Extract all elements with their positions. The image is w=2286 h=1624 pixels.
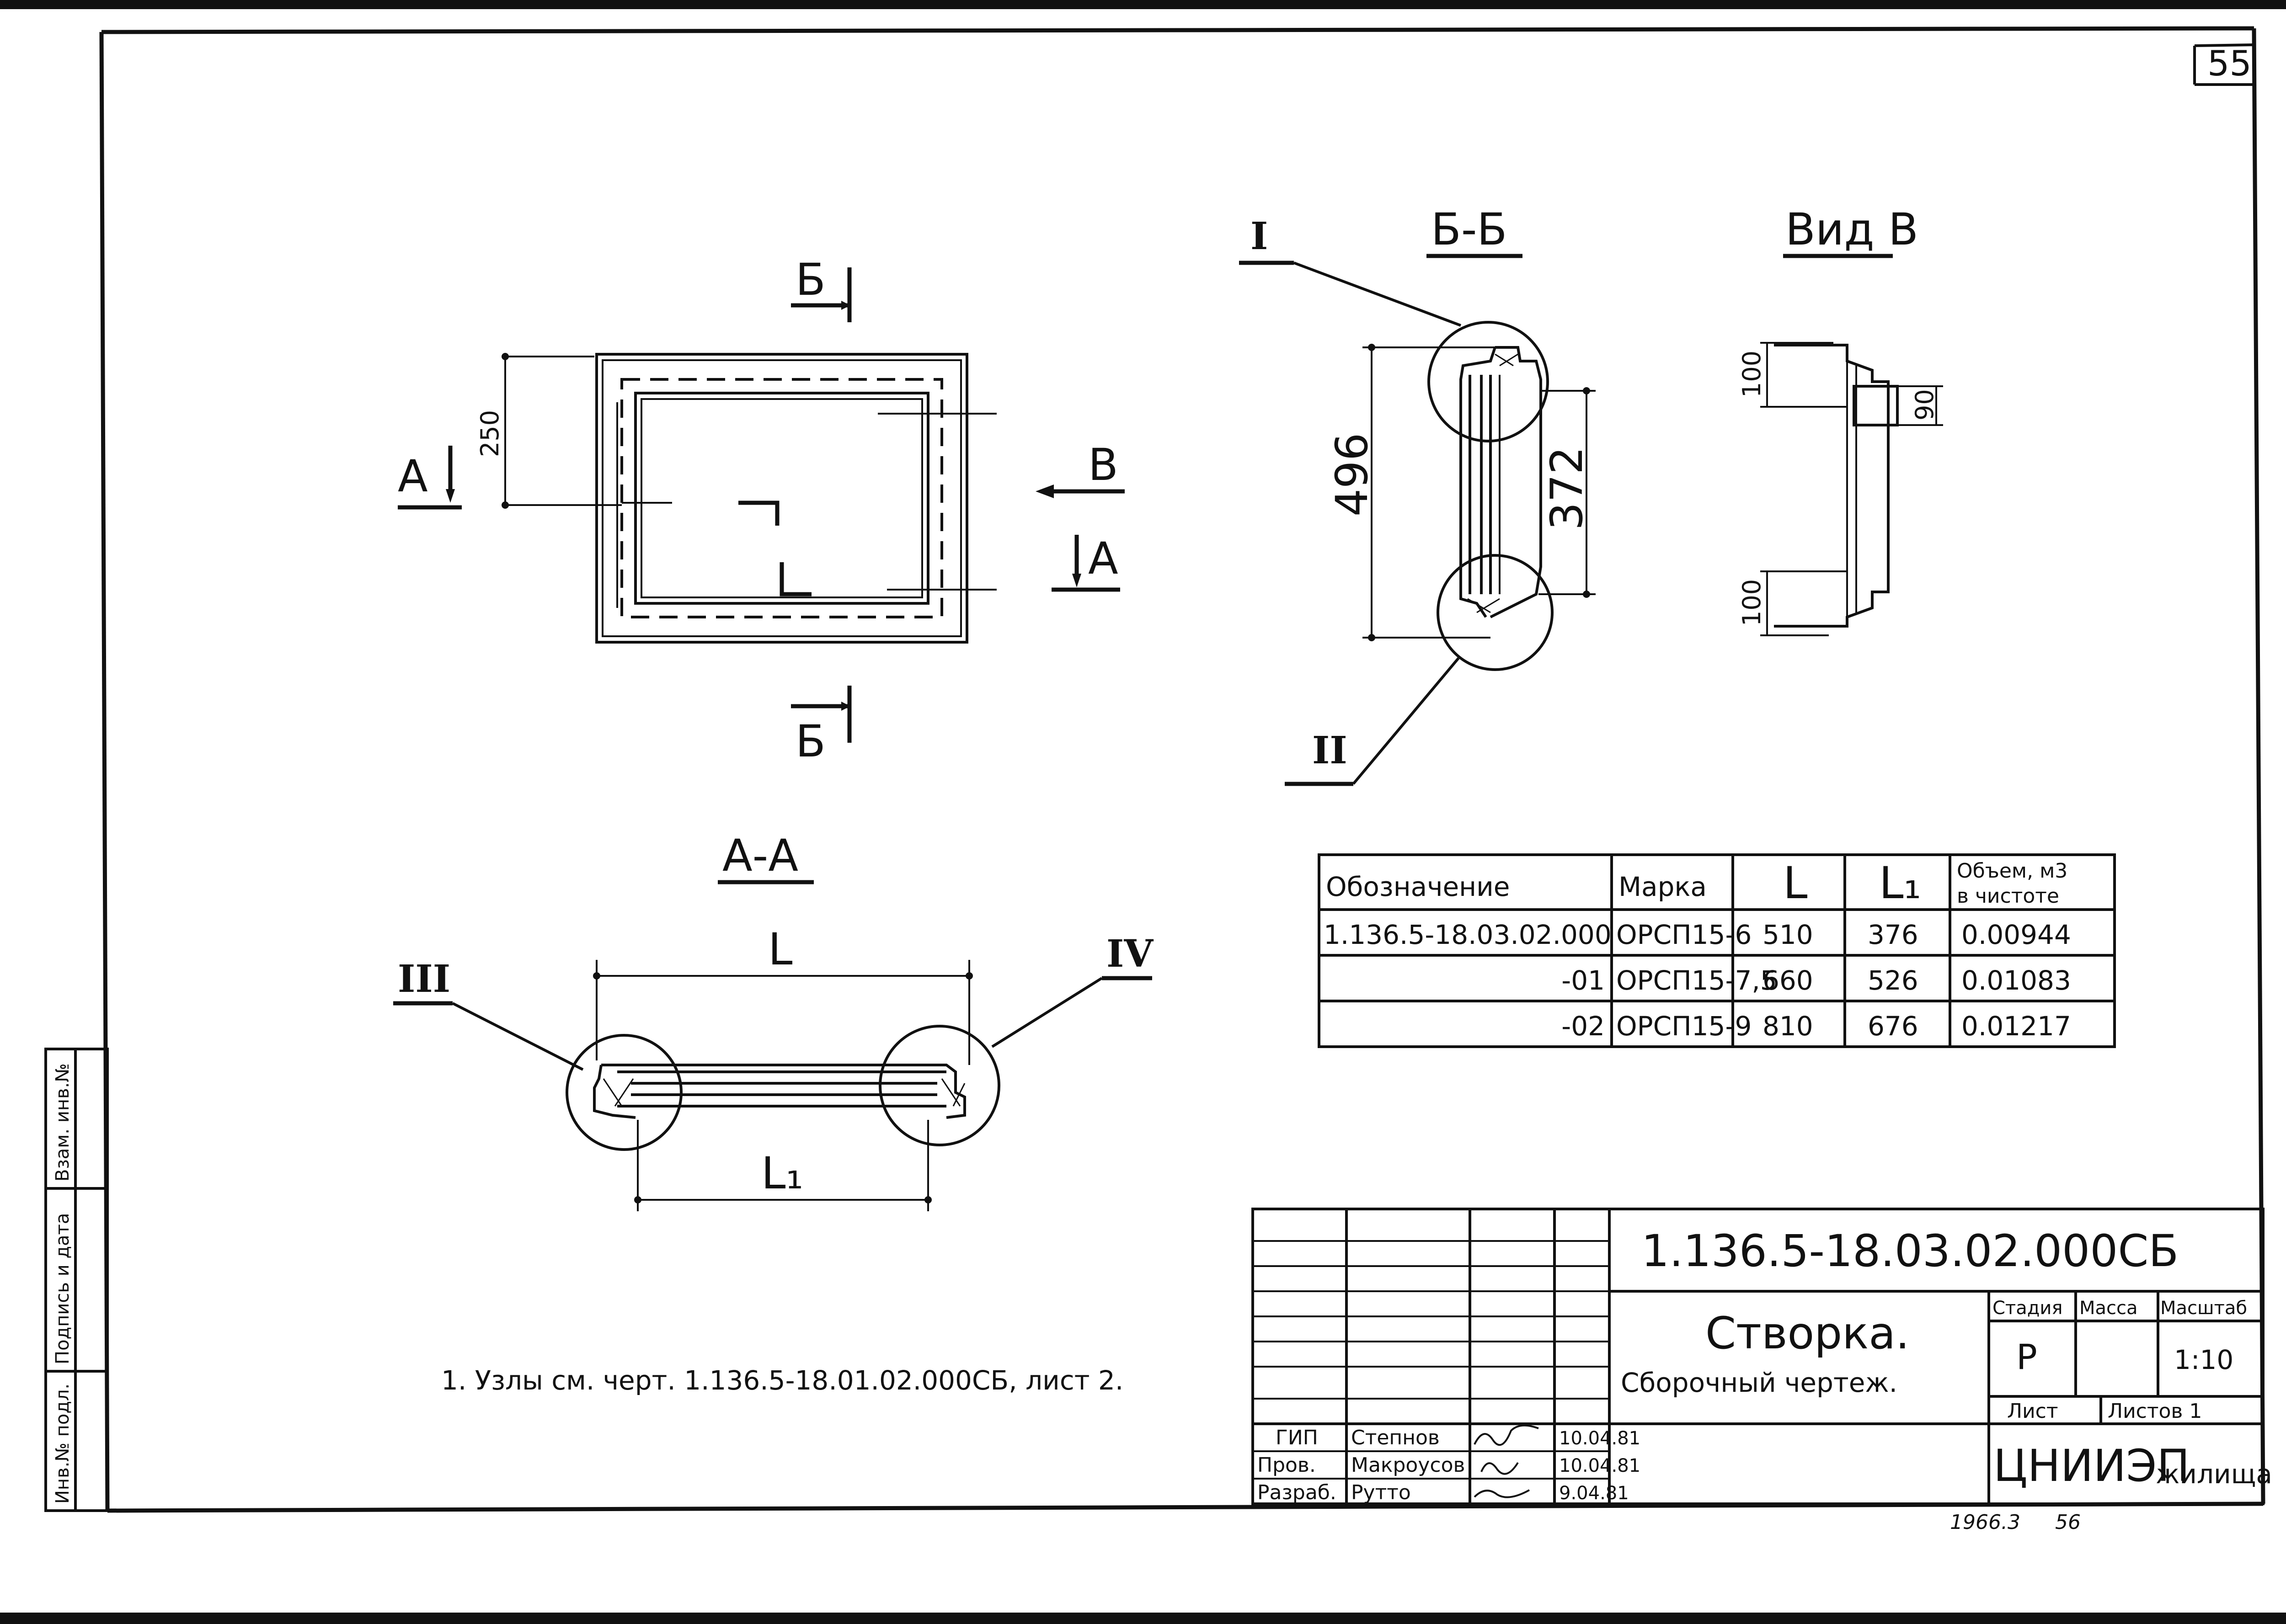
strip-inv-label: Инв.№ подл. xyxy=(52,1384,73,1504)
section-bb-title: Б-Б xyxy=(1431,204,1507,255)
signer-3-name: Рутто xyxy=(1351,1481,1411,1504)
org-name: ЦНИИЭП xyxy=(1993,1440,2190,1491)
signer-2-name: Макроусов xyxy=(1351,1454,1465,1477)
signer-3-date: 9.04.81 xyxy=(1559,1483,1629,1504)
roman-I-label: I xyxy=(1250,214,1268,258)
signer-3-role: Разраб. xyxy=(1257,1481,1336,1504)
left-strip: Инв.№ подл. Подпись и дата Взам. инв.№ xyxy=(44,1048,109,1512)
spec-row1-mark: ОРСП15-6 xyxy=(1616,919,1752,950)
signer-1-name: Степнов xyxy=(1351,1426,1440,1449)
roman-II-label: II xyxy=(1312,729,1347,772)
footer-page: 56 xyxy=(2055,1511,2081,1534)
signature-1 xyxy=(1474,1424,1539,1446)
dim-100-top: 100 xyxy=(1737,351,1766,398)
spec-row2-designation: -01 xyxy=(1561,965,1605,996)
dim-496: 496 xyxy=(1326,433,1378,516)
spec-row2-mark: ОРСП15-7,5 xyxy=(1616,965,1777,996)
dim-L1: L₁ xyxy=(761,1148,803,1199)
title-block: ГИП Степнов 10.04.81 Пров. Макроусов 10.… xyxy=(1251,1208,2272,1505)
assembly-note: 1. Узлы см. черт. 1.136.5-18.01.02.000СБ… xyxy=(441,1365,1123,1396)
dim-90: 90 xyxy=(1910,389,1939,421)
dim-L: L xyxy=(768,924,792,975)
section-a-right-label: А xyxy=(1088,533,1118,584)
spec-row1-volume: 0.00944 xyxy=(1961,919,2071,950)
signer-2-date: 10.04.81 xyxy=(1559,1455,1640,1476)
spec-table: Обозначение Марка L L₁ Объем, м3 в чисто… xyxy=(1318,853,2116,1048)
scan-bottom-edge xyxy=(0,1613,2286,1624)
section-a-left-label: А xyxy=(398,451,428,502)
plan-view: 250 Б Б А А В xyxy=(398,254,1125,767)
dim-372: 372 xyxy=(1541,447,1592,530)
spec-row3-mark: ОРСП15-9 xyxy=(1616,1011,1752,1042)
sheet-label: Лист xyxy=(2007,1400,2058,1423)
spec-row1-L: 510 xyxy=(1763,919,1813,950)
spec-row2-L: 660 xyxy=(1763,965,1813,996)
section-b-bottom-label: Б xyxy=(796,716,826,767)
spec-header-volume-sub: в чистоте xyxy=(1957,884,2059,908)
signer-2-role: Пров. xyxy=(1257,1454,1316,1477)
spec-header-mark: Марка xyxy=(1618,871,1707,902)
signature-3 xyxy=(1474,1489,1530,1498)
view-v: Вид В 100 100 90 xyxy=(1737,204,1943,636)
sheet-number: 55 xyxy=(2207,43,2252,84)
footer-number: 1966.3 xyxy=(1950,1511,2020,1534)
sheet-frame xyxy=(99,26,2265,1513)
signature-2 xyxy=(1480,1462,1519,1475)
stage-value: Р xyxy=(2016,1336,2037,1377)
spec-header-L: L xyxy=(1783,857,1807,909)
spec-header-L1: L₁ xyxy=(1879,857,1921,909)
drawing-subtitle: Сборочный чертеж. xyxy=(1621,1367,1897,1398)
drawing-title: Створка. xyxy=(1705,1308,1910,1359)
spec-row2-volume: 0.01083 xyxy=(1961,965,2071,996)
spec-row3-L1: 676 xyxy=(1868,1011,1918,1042)
view-v-title: Вид В xyxy=(1785,204,1918,255)
section-bb: Б-Б I II 496 372 xyxy=(1239,204,1596,786)
scale-value: 1:10 xyxy=(2174,1344,2233,1375)
spec-row1-L1: 376 xyxy=(1868,919,1918,950)
scan-top-edge xyxy=(0,0,2286,9)
roman-IV-label: IV xyxy=(1106,932,1154,976)
section-aa-title: А-А xyxy=(722,830,798,881)
spec-row1-designation: 1.136.5-18.03.02.000 xyxy=(1324,919,1612,950)
spec-row2-L1: 526 xyxy=(1868,965,1918,996)
roman-III-label: III xyxy=(398,957,450,1001)
dim-250: 250 xyxy=(475,410,504,457)
spec-header-designation: Обозначение xyxy=(1326,871,1510,902)
dim-100-bottom: 100 xyxy=(1737,579,1766,626)
spec-row3-volume: 0.01217 xyxy=(1961,1011,2071,1042)
section-aa: А-А III IV L L₁ xyxy=(393,830,1154,1211)
signer-1-date: 10.04.81 xyxy=(1559,1428,1640,1449)
strip-replace-label: Взам. инв.№ xyxy=(52,1063,73,1182)
stage-label: Стадия xyxy=(1992,1298,2062,1319)
mass-label: Масса xyxy=(2079,1298,2138,1319)
view-v-marker-label: В xyxy=(1088,439,1118,490)
spec-row3-L: 810 xyxy=(1763,1011,1813,1042)
strip-signature-label: Подпись и дата xyxy=(52,1213,73,1364)
section-b-top-label: Б xyxy=(796,254,826,305)
drawing-code: 1.136.5-18.03.02.000СБ xyxy=(1641,1225,2179,1277)
org-sub: жилища xyxy=(2156,1459,2272,1490)
signer-1-role: ГИП xyxy=(1276,1426,1318,1449)
scale-label: Масштаб xyxy=(2160,1298,2247,1319)
spec-row3-designation: -02 xyxy=(1561,1011,1605,1042)
spec-header-volume: Объем, м3 xyxy=(1957,859,2067,883)
sheets-count: Листов 1 xyxy=(2108,1400,2202,1423)
sheet-number-box: 55 xyxy=(2193,43,2254,86)
